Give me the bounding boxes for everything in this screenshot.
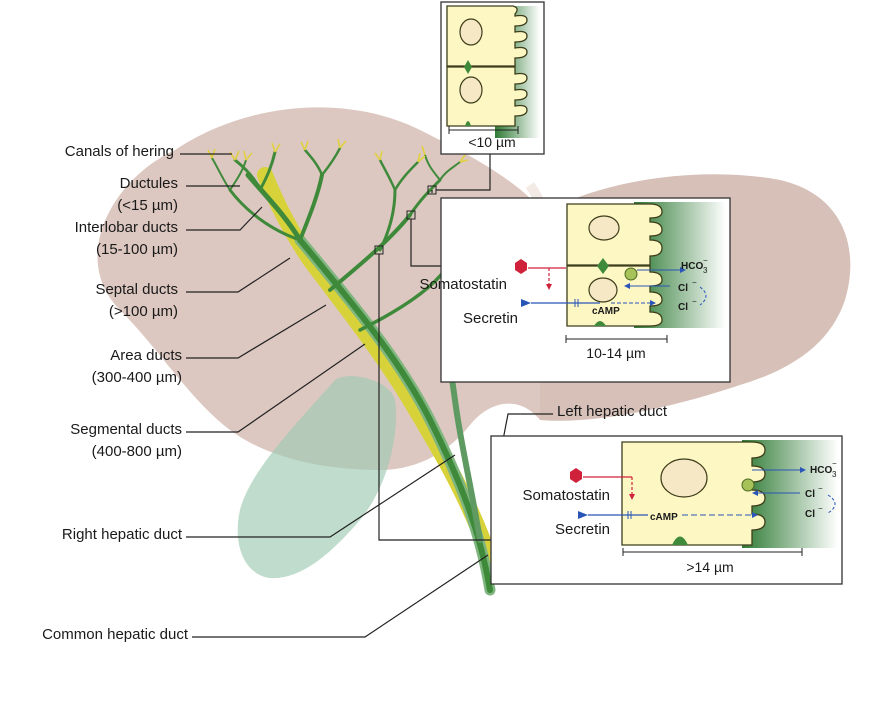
inset-large-cl-lower: Cl — [805, 509, 815, 520]
inset-medium-camp: cAMP — [592, 306, 620, 317]
inset-medium-cl-upper-sup: − — [692, 278, 697, 287]
inset-large-junction — [672, 536, 688, 545]
label-right-hepatic-duct: Right hepatic duct — [62, 526, 183, 543]
inset-medium-hco3: HCO — [681, 261, 703, 272]
inset-medium-secretin-icon — [521, 299, 531, 307]
inset-small: <10 µm — [440, 1, 545, 155]
label-ductules-size: (<15 µm) — [117, 197, 178, 214]
inset-small-cell-upper — [446, 5, 528, 67]
inset-medium-cl-upper: Cl — [678, 283, 688, 294]
inset-medium-hco3-sup: − — [703, 256, 708, 265]
label-left-hepatic-duct: Left hepatic duct — [557, 403, 668, 420]
gallbladder — [237, 376, 396, 579]
leader-lines — [180, 153, 553, 638]
label-segmental-ducts: Segmental ducts — [70, 421, 182, 438]
inset-medium-nucleus-lower — [588, 277, 618, 303]
liver-right-lobe — [97, 107, 546, 471]
inset-large-cl-upper: Cl — [805, 489, 815, 500]
inset-medium-junction — [597, 258, 609, 274]
inset-large-secretin-label: Secretin — [555, 521, 610, 538]
inset-large-size: >14 µm — [686, 559, 733, 575]
duct-labels: Canals of hering Ductules (<15 µm) Inter… — [42, 143, 668, 643]
inset-medium: Somatostatin Secretin cAMP HCO 3 − Cl − … — [419, 197, 731, 383]
inset-large: Somatostatin Secretin cAMP HCO 3 − Cl − … — [490, 435, 843, 585]
inset-medium-somatostatin-label: Somatostatin — [419, 276, 507, 293]
label-ductules: Ductules — [120, 175, 178, 192]
inset-large-somatostatin-label: Somatostatin — [522, 487, 610, 504]
label-segmental-size: (400-800 µm) — [92, 443, 182, 460]
label-canals-of-hering: Canals of hering — [65, 143, 174, 160]
inset-large-hco3-sup: − — [832, 459, 837, 468]
biliary-tree — [207, 138, 498, 596]
inset-medium-nucleus-upper — [588, 215, 620, 241]
inset-small-cell-lower — [446, 66, 528, 127]
inset-small-junction-bottom — [465, 121, 471, 126]
inset-small-size: <10 µm — [468, 134, 515, 150]
inset-medium-exchanger — [624, 267, 638, 281]
inset-large-exchanger — [741, 478, 755, 492]
label-septal-size: (>100 µm) — [109, 303, 178, 320]
inset-medium-hco3-sub: 3 — [703, 266, 708, 275]
inset-small-nucleus-lower — [459, 76, 483, 104]
inset-large-hco3: HCO — [810, 465, 832, 476]
inset-small-nucleus-upper — [459, 18, 483, 46]
inset-small-junction — [464, 60, 472, 74]
inset-large-cl-lower-sup: − — [818, 504, 823, 513]
inset-large-nucleus — [660, 458, 708, 498]
label-common-hepatic-duct: Common hepatic duct — [42, 626, 189, 643]
inset-medium-secretin-label: Secretin — [463, 310, 518, 327]
inset-large-hco3-sub: 3 — [832, 470, 837, 479]
inset-medium-cl-lower-sup: − — [692, 297, 697, 306]
inset-large-cl-upper-sup: − — [818, 484, 823, 493]
inset-large-secretin-icon — [578, 511, 588, 519]
label-interlobar-size: (15-100 µm) — [96, 241, 178, 258]
inset-large-camp: cAMP — [650, 512, 678, 523]
canals-of-hering-tips — [207, 138, 478, 251]
inset-medium-size: 10-14 µm — [586, 345, 645, 361]
inset-medium-cl-lower: Cl — [678, 302, 688, 313]
inset-medium-junction-bottom — [594, 321, 606, 326]
inset-large-somatostatin-icon — [570, 468, 582, 483]
label-area-ducts: Area ducts — [110, 347, 182, 364]
inset-medium-somatostatin-icon — [515, 259, 527, 274]
label-interlobar-ducts: Interlobar ducts — [75, 219, 178, 236]
label-area-size: (300-400 µm) — [92, 369, 182, 386]
label-septal-ducts: Septal ducts — [95, 281, 178, 298]
